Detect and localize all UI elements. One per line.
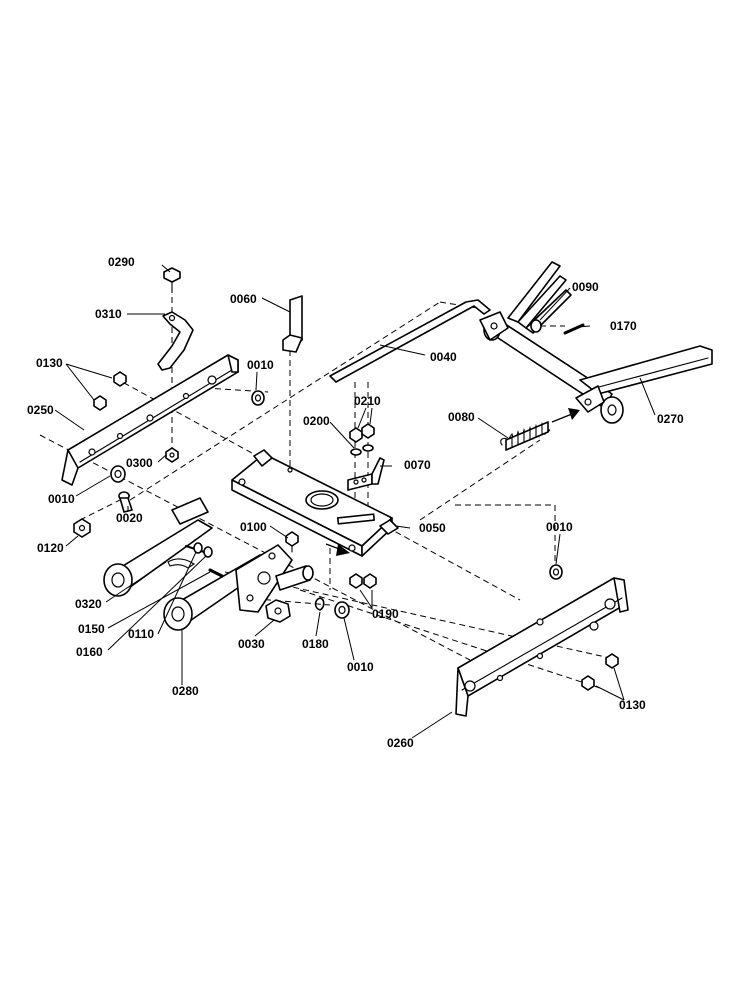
washer-0010-b [110,465,126,483]
label-0010-c: 0010 [546,520,573,534]
label-0200: 0200 [303,414,330,428]
label-0120: 0120 [37,541,64,555]
label-0290: 0290 [108,255,135,269]
nut-0300 [165,447,179,463]
label-0100: 0100 [240,520,267,534]
clip-0180 [314,597,325,611]
label-0050: 0050 [419,521,446,535]
label-0310: 0310 [95,307,122,321]
center-plate-0050 [231,449,399,557]
label-0190: 0190 [372,607,399,621]
label-0070: 0070 [404,458,431,472]
label-0270: 0270 [657,412,684,426]
label-0060: 0060 [230,292,257,306]
label-0030: 0030 [238,637,265,651]
bolts-0130-left [93,371,127,411]
bracket-0070 [347,457,385,491]
label-0130-left: 0130 [36,356,63,370]
direction-arrows [325,408,580,556]
label-0130-right: 0130 [619,698,646,712]
callout-labels: 0290 0310 0060 0090 0170 0040 0130 0010 … [27,255,684,750]
label-0280: 0280 [172,684,199,698]
label-0150: 0150 [78,622,105,636]
label-0080: 0080 [448,410,475,424]
label-0010-d: 0010 [347,660,374,674]
label-0260: 0260 [387,736,414,750]
label-0170: 0170 [610,319,637,333]
label-0320: 0320 [75,597,102,611]
label-0040: 0040 [430,350,457,364]
label-0210: 0210 [354,394,381,408]
washer-0010-c [549,564,563,580]
pedal-assembly-0270 [479,261,713,424]
label-0160: 0160 [76,645,103,659]
spring-0080 [500,421,551,451]
washer-0010-a [251,390,265,406]
washer-0010-d [334,601,350,619]
label-0180: 0180 [302,637,329,651]
right-rail-0260 [455,577,629,717]
screw-0290 [163,267,181,293]
bolts-0130-right [581,653,619,691]
pin-0170 [563,323,585,335]
label-0020: 0020 [116,511,143,525]
label-0250: 0250 [27,403,54,417]
label-0110: 0110 [128,627,154,641]
label-0300: 0300 [126,456,153,470]
washers-0200 [350,444,374,456]
label-0090: 0090 [572,280,599,294]
rod-0040 [329,299,491,383]
bolt-0100 [285,531,299,553]
pin-0020 [118,491,133,513]
plate-0060 [282,295,303,353]
washer-0090 [530,319,542,333]
leader-lines [54,264,656,739]
bracket-0310 [157,311,194,371]
label-0010-a: 0010 [247,358,274,372]
nut-0120 [73,518,91,538]
bolts-0190 [349,573,377,589]
left-rail-0250 [61,354,239,486]
label-0010-b: 0010 [48,492,75,506]
nuts-0210 [349,423,375,443]
